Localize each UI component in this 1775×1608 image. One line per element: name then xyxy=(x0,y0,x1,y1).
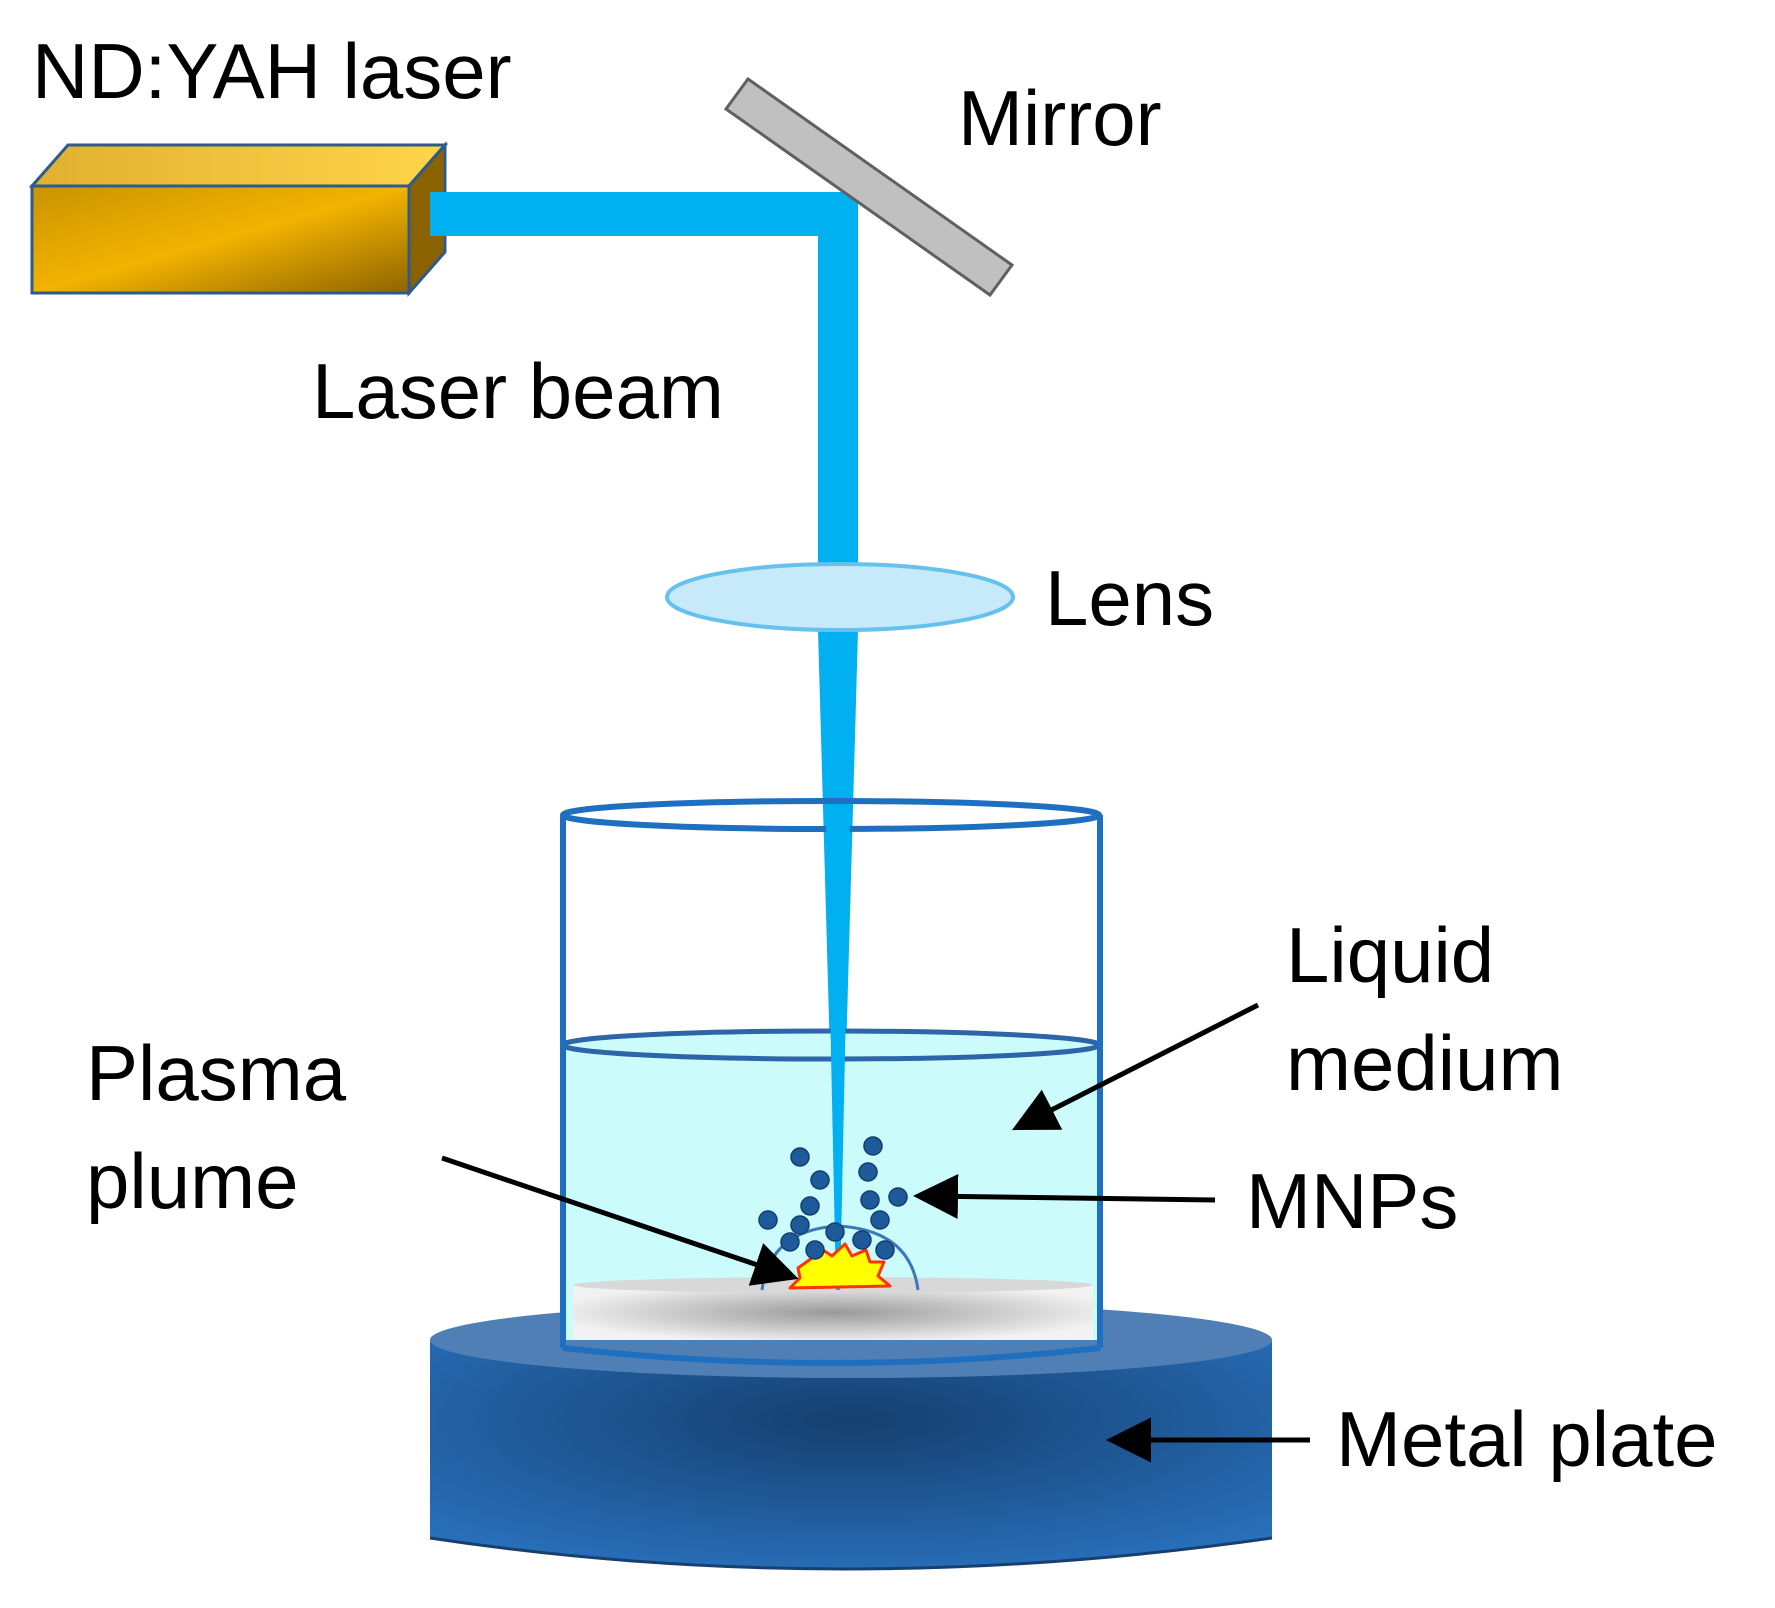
label-plasma-line2: plume xyxy=(86,1137,298,1225)
mnp-particle xyxy=(860,1190,880,1210)
mirror xyxy=(723,76,1015,298)
label-laser-beam: Laser beam xyxy=(312,347,724,435)
mnp-particle xyxy=(852,1230,872,1250)
lens xyxy=(665,562,1015,632)
label-liquid-line1: Liquid xyxy=(1286,911,1494,999)
arrow-liquid-medium xyxy=(1011,1002,1260,1131)
label-mirror: Mirror xyxy=(958,74,1162,162)
arrow-mnps xyxy=(913,1173,1216,1219)
mnp-particle xyxy=(790,1147,810,1167)
mnp-particle xyxy=(780,1232,800,1252)
arrow-plasma-plume xyxy=(441,1155,799,1286)
label-plasma-line1: Plasma xyxy=(86,1029,347,1117)
mnp-particle xyxy=(800,1196,820,1216)
label-metal-plate: Metal plate xyxy=(1336,1395,1718,1483)
mnp-particle xyxy=(790,1215,810,1235)
label-liquid-line2: medium xyxy=(1286,1019,1563,1107)
mnp-particle xyxy=(875,1240,895,1260)
label-lens: Lens xyxy=(1045,554,1214,642)
mnp-particle xyxy=(805,1240,825,1260)
mnp-particle xyxy=(825,1222,845,1242)
label-mnps: MNPs xyxy=(1246,1157,1458,1245)
metal-plate xyxy=(429,1302,1273,1571)
mnp-particle xyxy=(858,1162,878,1182)
mnp-particle xyxy=(758,1210,778,1230)
mnp-particle xyxy=(810,1170,830,1190)
mnp-particle xyxy=(888,1187,908,1207)
focused-beam xyxy=(826,815,850,1290)
mnp-particle xyxy=(863,1136,883,1156)
laser-device xyxy=(28,141,449,297)
mnp-particles xyxy=(758,1136,908,1260)
label-laser: ND:YAH laser xyxy=(32,27,512,115)
pointer-arrows xyxy=(441,1002,1310,1463)
mnp-particle xyxy=(870,1210,890,1230)
